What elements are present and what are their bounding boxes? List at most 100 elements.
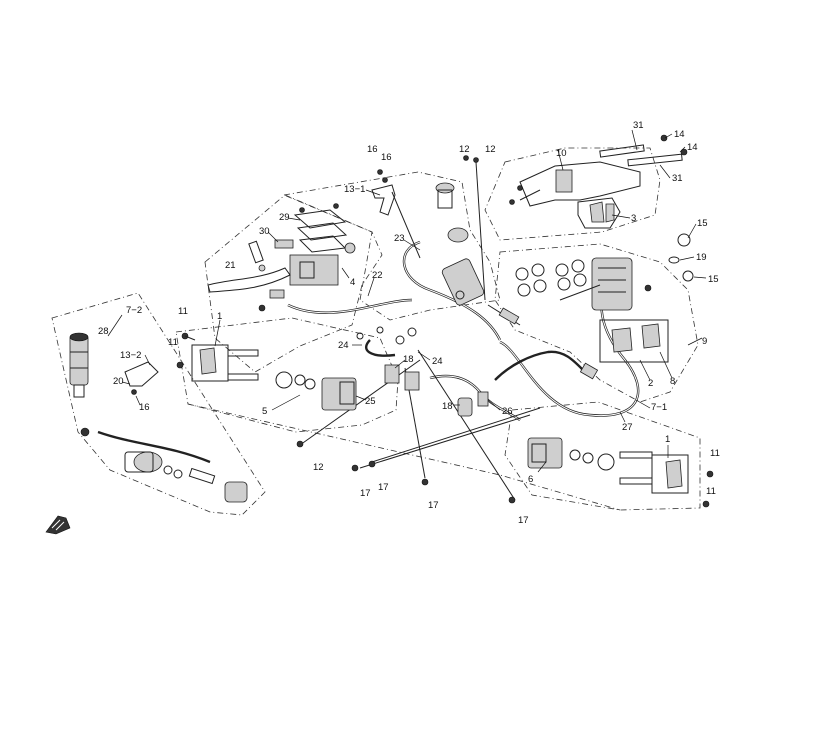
callout-13-2: 13−2 [120,350,141,361]
center-junction [296,326,599,504]
right-caliper-kit [515,233,694,363]
callout-11: 11 [168,337,178,348]
junction-18a [384,364,400,384]
pin-31b [627,153,683,167]
brake-hose-rear [97,430,211,464]
callout-4: 4 [350,277,355,288]
callout-3: 3 [631,213,636,224]
rod-17a [359,414,531,469]
junction-18b [457,397,473,417]
callout-15: 15 [697,218,708,229]
group-outline-center-left [282,171,501,321]
caliper-bracket-left [191,344,229,382]
screw-icon [299,207,305,213]
group-outlines [51,147,701,516]
reservoir-cap-29 [293,209,347,229]
rod-12 [299,359,421,446]
rod-17b [371,407,541,463]
reservoir-28 [69,334,89,386]
left-front-caliper [176,332,357,411]
washer-19 [668,256,680,264]
center-master-cylinder [435,155,521,326]
brake-hose-24 [365,339,396,357]
cylinder-body [441,258,485,306]
callout-12: 12 [459,144,470,155]
bleeder-15a [677,233,691,247]
callout-25: 25 [365,396,376,407]
callout-16: 16 [139,402,150,413]
callout-11: 11 [706,486,716,497]
brake-lever-21 [207,267,291,293]
front-master-cylinder [207,203,356,312]
callout-14: 14 [674,129,685,140]
brake-pad-set-2 [599,319,669,363]
brake-hose-7-1 [494,350,586,381]
callout-28: 28 [98,326,109,337]
callout-7-1: 7−1 [651,402,667,413]
callout-26: 26 [502,406,513,417]
group-outline-bottom-line [187,403,621,511]
caliper-body-right [527,437,563,469]
callout-6: 6 [528,474,533,485]
callout-30: 30 [259,226,270,237]
callout-22: 22 [372,270,383,281]
callout-17: 17 [518,515,529,526]
callout-13-1: 13−1 [344,184,365,195]
callout-24: 24 [338,340,349,351]
bleeder-15b [682,270,694,282]
callout-17: 17 [378,482,389,493]
throttle-housing-10 [519,161,641,207]
rear-master-cylinder [69,332,248,503]
callout-12: 12 [313,462,324,473]
callout-14: 14 [687,142,698,153]
callout-5: 5 [262,406,267,417]
callout-17: 17 [360,488,371,499]
callout-23: 23 [394,233,405,244]
callout-11: 11 [710,448,720,459]
callout-17: 17 [428,500,439,511]
group-outline-right-caliper-kit [494,243,699,403]
bracket-13-2 [124,361,159,387]
callout-18: 18 [403,354,414,365]
callout-31: 31 [672,173,683,184]
callout-18: 18 [442,401,453,412]
callout-20: 20 [113,376,124,387]
switch-30 [274,239,294,249]
rod-17c [417,349,516,501]
right-front-caliper [527,437,714,508]
callout-11: 11 [178,306,188,317]
callout-15: 15 [708,274,719,285]
rear-pushrod-clevis [224,481,248,503]
caliper-body-left [321,377,357,411]
callout-12: 12 [485,144,496,155]
callout-27: 27 [622,422,633,433]
callout-21: 21 [225,260,236,271]
callout-19: 19 [696,252,707,263]
callout-29: 29 [279,212,290,223]
rear-cylinder [133,451,163,473]
callout-31: 31 [633,120,644,131]
callout-24: 24 [432,356,443,367]
callout-1: 1 [217,311,222,322]
callout-1: 1 [665,434,670,445]
callout-16: 16 [381,152,392,163]
callout-labels: 16 16 13−1 12 12 31 14 14 31 10 3 15 19 … [98,120,720,526]
callout-16: 16 [367,144,378,155]
callout-9: 9 [702,336,707,347]
front-direction-icon [45,515,71,535]
caliper-bracket-right [651,454,689,494]
group-outline-left-front-caliper [175,317,399,433]
diaphragm [296,222,348,241]
leader-lines [107,129,707,473]
callout-8: 8 [670,376,675,387]
callout-2: 2 [648,378,653,389]
group-outline-right-front-caliper [504,401,701,511]
group-outline-handle-assembly [484,147,661,241]
brake-pad-3 [577,197,621,229]
callout-7-2: 7−2 [126,305,142,316]
handle-assembly [509,134,688,229]
pin-31a [599,144,645,158]
caliper-body [591,257,633,311]
callout-10: 10 [556,148,567,159]
